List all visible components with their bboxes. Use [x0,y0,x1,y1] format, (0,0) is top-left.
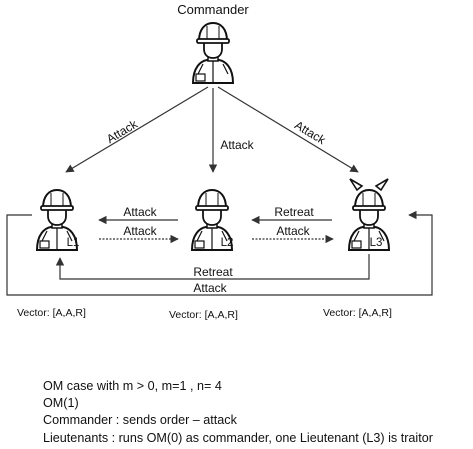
l2-label: L2 [221,237,234,249]
edge-cmd-l2-label: Attack [220,138,254,152]
edge-l2-l1-label: Attack [123,205,157,219]
note-line: Commander : sends order – attack [43,413,237,428]
l2-vector: Vector: [A,A,R] [169,309,238,321]
edge-l2-l3-label: Attack [276,224,310,238]
commander-title: Commander [177,2,249,17]
l1-vector: Vector: [A,A,R] [17,307,86,319]
edge-l3-l1-label: Retreat [193,265,233,279]
edge-l1-l3 [6,210,433,296]
l1-label: L1 [67,237,80,249]
edge-l3-l1 [55,254,370,280]
commander-soldier-icon [192,22,234,84]
edge-cmd-l1-label: Attack [104,116,141,146]
edge-l1-l3-label: Attack [193,281,227,295]
edge-l1-l2-label: Attack [123,224,157,238]
edge-cmd-l1 [65,86,209,173]
l3-label: L3 [370,237,383,249]
note-line: OM(1) [43,396,79,411]
note-line: Lieutenants : runs OM(0) as commander, o… [43,430,433,445]
l3-devil-soldier-icon [348,178,390,251]
edge-cmd-l3 [217,86,359,173]
l3-vector: Vector: [A,A,R] [323,307,392,319]
notes-block: OM case with m > 0, m=1 , n= 4 OM(1) Com… [43,378,433,447]
edge-l3-l2-label: Retreat [274,205,314,219]
note-line: OM case with m > 0, m=1 , n= 4 [43,379,222,393]
